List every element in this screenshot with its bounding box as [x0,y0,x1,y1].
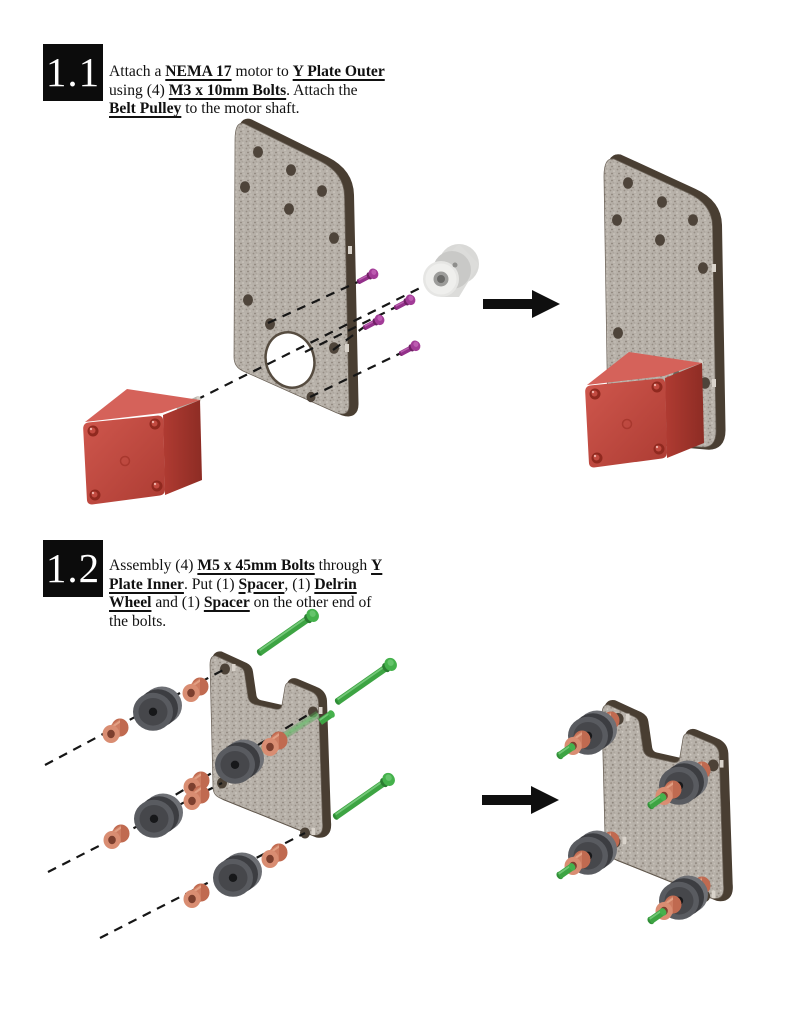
part-name-m5-bolts: M5 x 45mm Bolts [197,556,315,574]
instruction-segment: motor to [231,62,293,80]
instruction-segment: through [314,556,372,574]
set-screw-hole [452,262,458,268]
instruction-segment: Attach a [109,62,166,80]
instruction-segment: Assembly (4) [109,556,198,574]
instruction-segment: , (1) [284,575,315,593]
assembled-y-plate-inner [555,704,729,926]
dashed-guide-lines [195,278,439,401]
figure-step-1-2 [44,606,729,939]
transition-arrow-icon [483,290,560,318]
part-name-belt-pulley: Belt Pulley [109,100,182,118]
transition-arrow-icon [482,786,559,814]
nema17-motor [82,388,203,506]
instruction-segment: and (1) [151,594,204,612]
assembled-y-plate-outer [584,154,726,469]
m3-bolts [354,266,423,360]
instruction-segment: to the motor shaft. [181,100,300,118]
step-instruction-1-2: Assembly (4) M5 x 45mm Bolts through Y P… [109,557,387,633]
part-name-spacer: Spacer [203,594,250,612]
part-name-nema17: NEMA 17 [165,62,232,80]
step-number-badge-1-2: 1.2 [43,540,103,597]
y-plate-outer [233,118,359,417]
part-name-m3-bolts: M3 x 10mm Bolts [168,81,287,99]
belt-pulley [423,244,479,297]
instruction-segment: . Attach the [286,81,358,99]
instruction-segment: . Put (1) [183,575,239,593]
part-name-spacer: Spacer [238,575,285,593]
step-number-badge-1-1: 1.1 [43,44,103,101]
instruction-segment: using (4) [109,81,169,99]
part-name-delrin-wheel: Delrin Wheel [109,575,357,612]
part-name-y-plate-inner: Y Plate Inner [109,556,383,593]
instruction-segment: on the other end of the bolts. [109,594,372,631]
nema17-motor-assembled [584,351,705,469]
step-instruction-1-1: Attach a NEMA 17 motor to Y Plate Outer … [109,63,387,120]
part-name-y-plate-outer: Y Plate Outer [292,62,385,80]
figure-step-1-1 [82,118,726,506]
